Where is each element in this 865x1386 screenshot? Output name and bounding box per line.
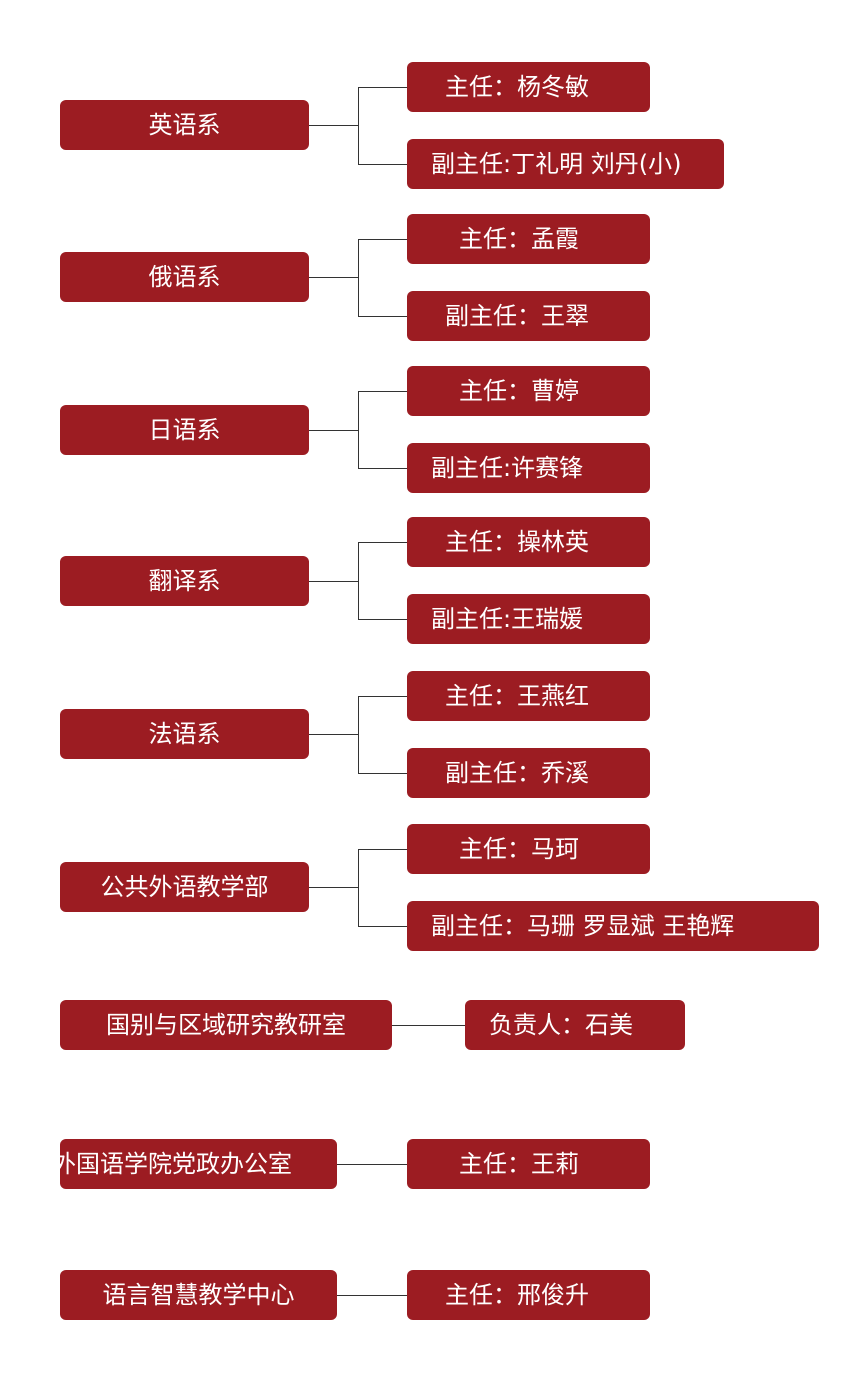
connector	[358, 542, 407, 543]
leader-box-deputy: 副主任:丁礼明 刘丹(小)	[407, 139, 724, 189]
leader-label: 主任：操林英	[445, 528, 589, 556]
leader-box-director: 主任：马珂	[407, 824, 650, 874]
connector	[358, 773, 407, 774]
leader-label: 副主任：王翠	[445, 302, 589, 330]
connector	[358, 87, 407, 88]
connector	[358, 316, 407, 317]
connector	[309, 277, 358, 278]
connector	[358, 696, 359, 773]
dept-box-english: 英语系	[60, 100, 309, 150]
leader-label: 副主任：乔溪	[445, 759, 589, 787]
leader-box-director: 主任：王燕红	[407, 671, 650, 721]
connector	[358, 87, 359, 164]
dept-label: 翻译系	[148, 567, 221, 595]
connector	[358, 926, 407, 927]
dept-label: 语言智慧教学中心	[102, 1281, 295, 1309]
connector	[358, 239, 407, 240]
leader-box-responsible: 负责人：石美	[465, 1000, 685, 1050]
connector	[358, 239, 359, 316]
leader-label: 主任：曹婷	[459, 377, 579, 405]
connector	[358, 468, 407, 469]
leader-label: 副主任:丁礼明 刘丹(小)	[431, 150, 682, 178]
dept-label: 法语系	[148, 720, 221, 748]
leader-label: 副主任:许赛锋	[431, 454, 584, 482]
dept-box-regional-studies: 国别与区域研究教研室	[60, 1000, 392, 1050]
dept-box-french: 法语系	[60, 709, 309, 759]
connector	[358, 164, 407, 165]
dept-label: 公共外语教学部	[100, 873, 269, 901]
connector	[358, 849, 359, 926]
connector	[358, 391, 407, 392]
connector	[309, 581, 358, 582]
dept-box-public-foreign-language: 公共外语教学部	[60, 862, 309, 912]
connector	[358, 849, 407, 850]
connector	[337, 1164, 407, 1165]
dept-label: 日语系	[148, 416, 221, 444]
dept-box-translation: 翻译系	[60, 556, 309, 606]
leader-box-director: 主任：孟霞	[407, 214, 650, 264]
connector	[337, 1295, 407, 1296]
connector	[309, 125, 358, 126]
dept-box-russian: 俄语系	[60, 252, 309, 302]
leader-box-director: 主任：王莉	[407, 1139, 650, 1189]
leader-label: 主任：孟霞	[459, 225, 579, 253]
dept-box-japanese: 日语系	[60, 405, 309, 455]
leader-box-director: 主任：杨冬敏	[407, 62, 650, 112]
dept-label: 外国语学院党政办公室	[60, 1150, 292, 1178]
leader-box-deputy: 副主任：乔溪	[407, 748, 650, 798]
leader-box-director: 主任：邢俊升	[407, 1270, 650, 1320]
connector	[358, 619, 407, 620]
dept-label: 国别与区域研究教研室	[106, 1011, 346, 1039]
leader-label: 主任：王燕红	[445, 682, 589, 710]
leader-box-deputy: 副主任:王瑞媛	[407, 594, 650, 644]
connector	[392, 1025, 465, 1026]
dept-label: 英语系	[148, 111, 221, 139]
connector	[309, 430, 358, 431]
dept-box-smart-teaching-center: 语言智慧教学中心	[60, 1270, 337, 1320]
connector	[358, 542, 359, 619]
connector	[358, 696, 407, 697]
connector	[358, 391, 359, 468]
connector	[309, 734, 358, 735]
leader-box-deputy: 副主任:许赛锋	[407, 443, 650, 493]
leader-label: 主任：马珂	[459, 835, 579, 863]
leader-box-deputy: 副主任：马珊 罗显斌 王艳辉	[407, 901, 819, 951]
dept-label: 俄语系	[148, 263, 221, 291]
leader-box-director: 主任：曹婷	[407, 366, 650, 416]
leader-label: 主任：杨冬敏	[445, 73, 589, 101]
leader-label: 主任：王莉	[459, 1150, 579, 1178]
leader-label: 主任：邢俊升	[445, 1281, 589, 1309]
leader-box-deputy: 副主任：王翠	[407, 291, 650, 341]
leader-label: 副主任:王瑞媛	[431, 605, 584, 633]
connector	[309, 887, 358, 888]
leader-label: 负责人：石美	[489, 1011, 633, 1039]
dept-box-admin-office: 外国语学院党政办公室	[60, 1139, 337, 1189]
leader-label: 副主任：马珊 罗显斌 王艳辉	[431, 912, 735, 940]
leader-box-director: 主任：操林英	[407, 517, 650, 567]
